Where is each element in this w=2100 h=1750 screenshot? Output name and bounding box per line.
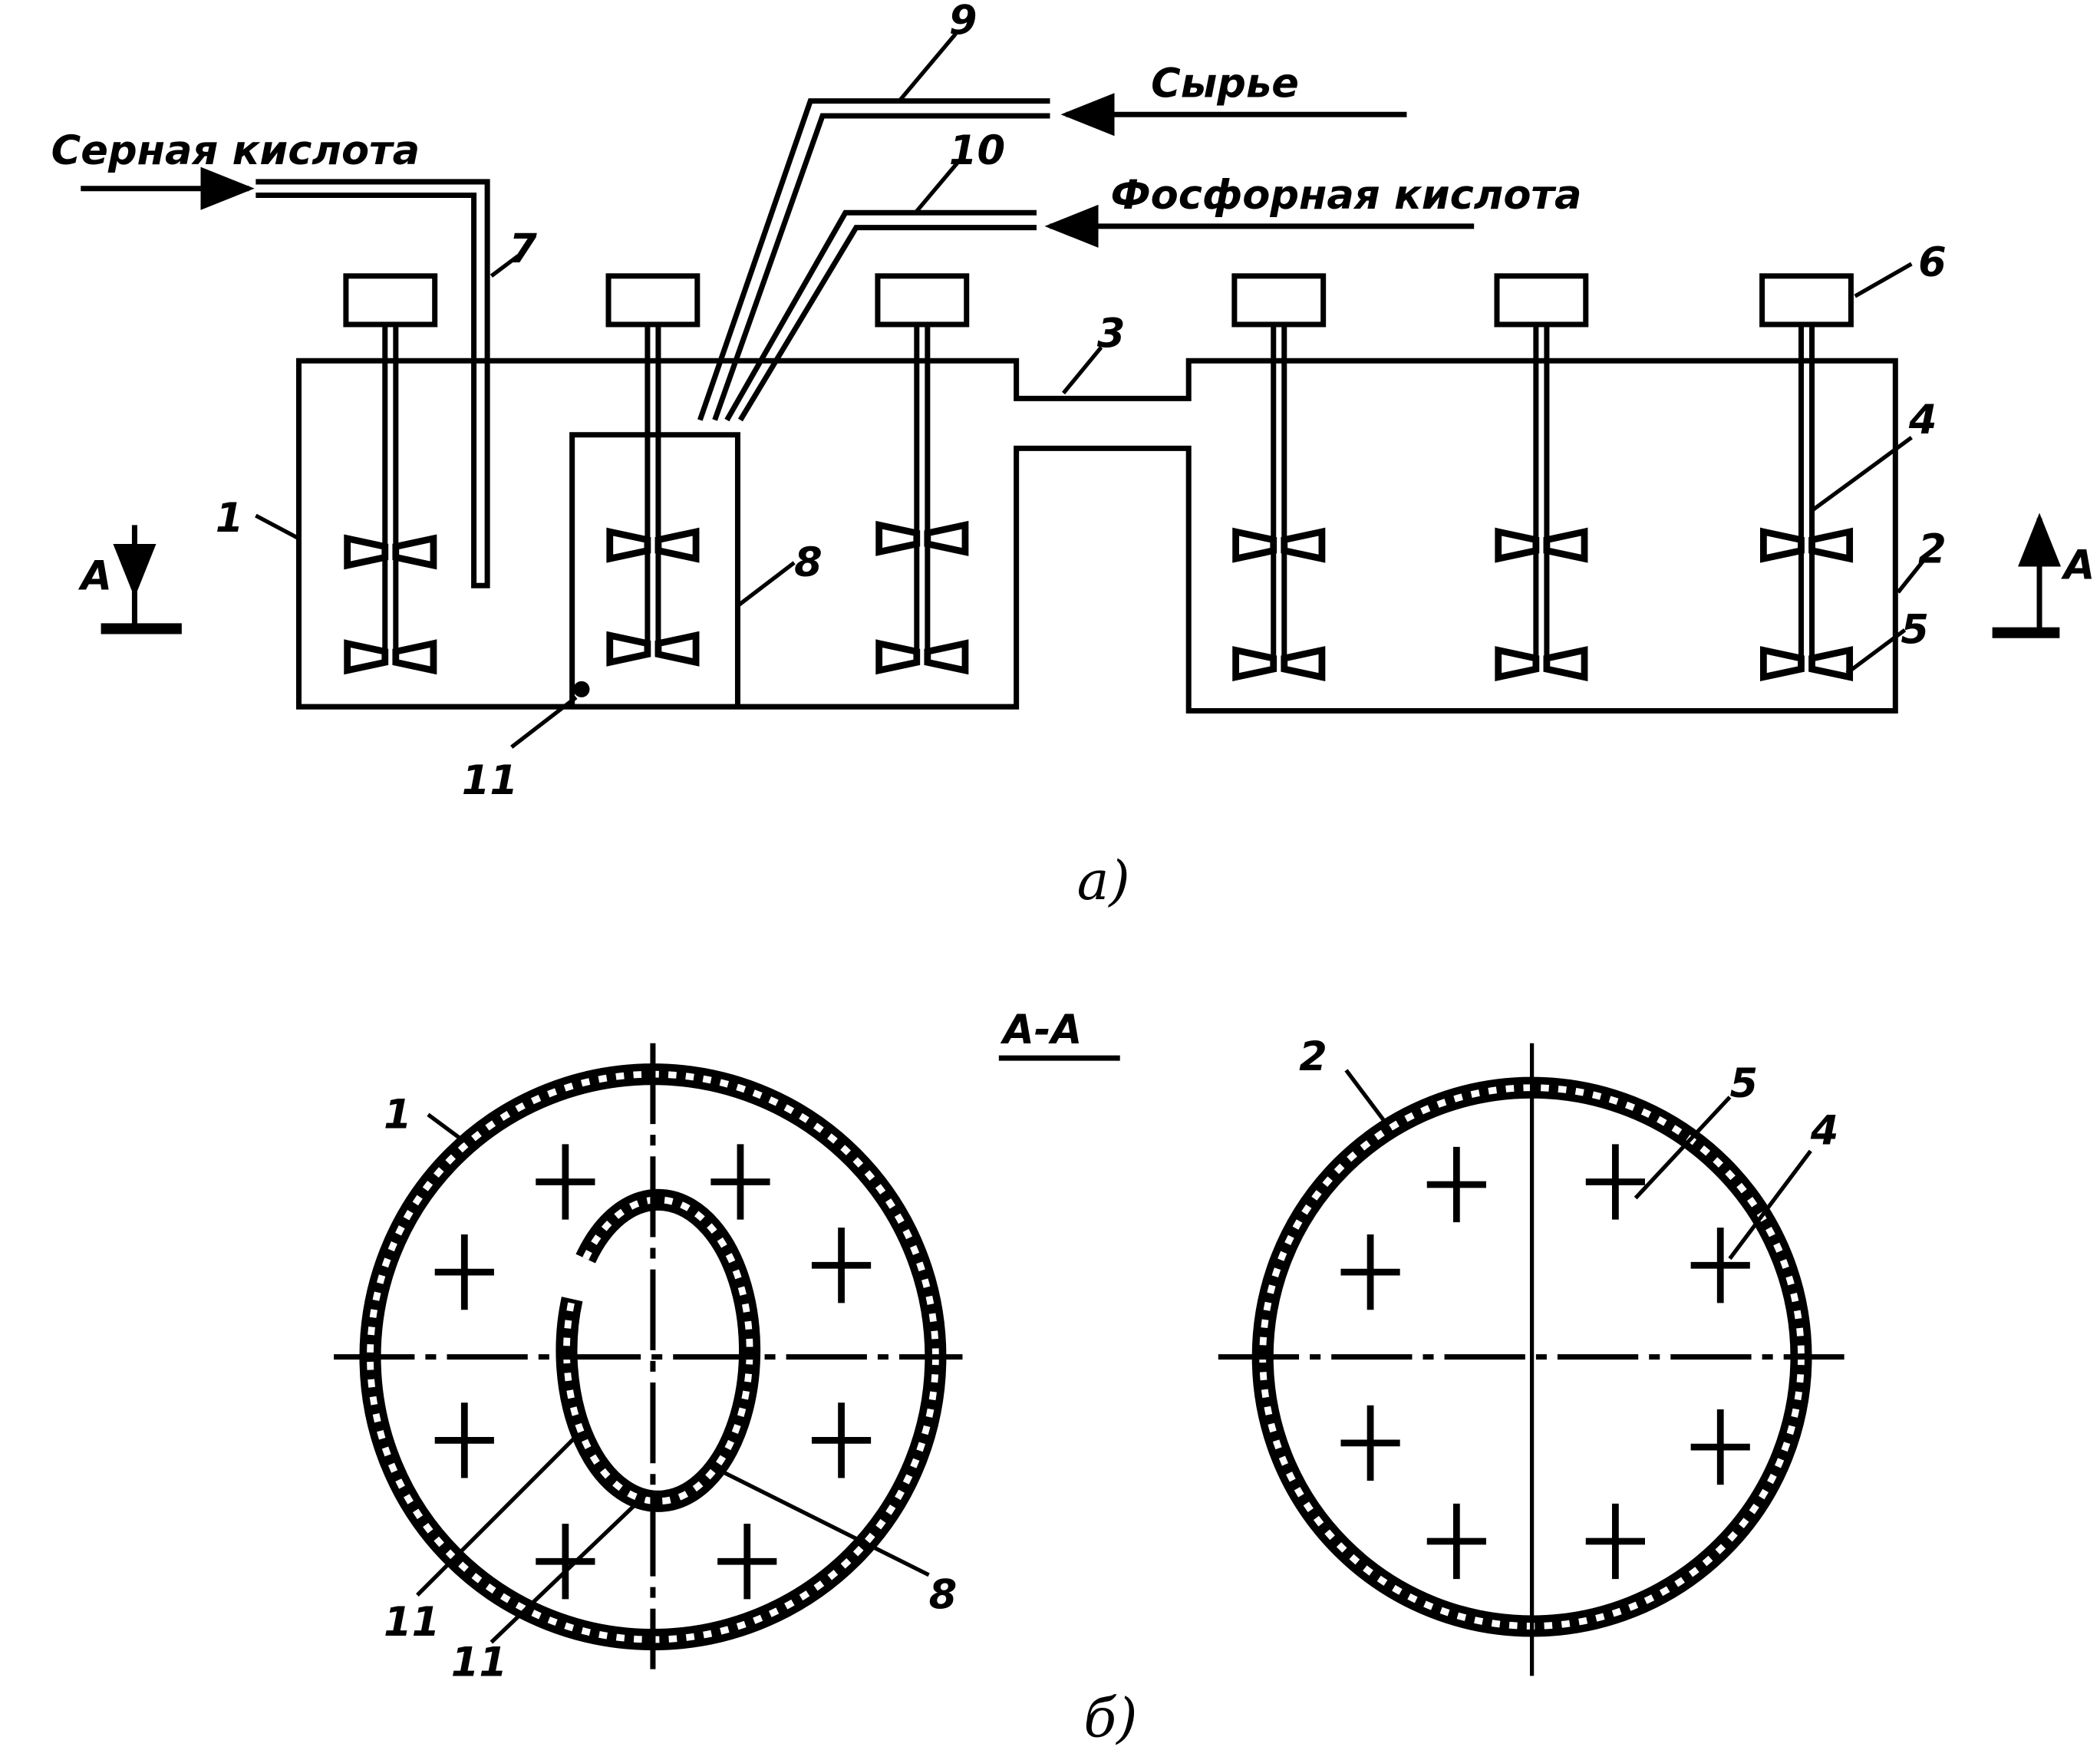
figure-b-section-view: А-А 1 2 5 4: [334, 1007, 1845, 1749]
label-11: 11: [462, 757, 518, 804]
motor-box: [605, 273, 701, 328]
motor-box: [1494, 273, 1589, 328]
label-b-2: 2: [1299, 1033, 1327, 1080]
motor-box: [1759, 273, 1854, 328]
label-1: 1: [216, 495, 244, 542]
callouts-a: 9 10 7 6 3 4 2 5 1 8 11: [216, 0, 1947, 804]
raw-material-label: Сырье: [1151, 60, 1299, 107]
label-10: 10: [949, 127, 1005, 174]
label-b-8: 8: [929, 1572, 958, 1619]
motor-box: [1231, 273, 1327, 328]
label-8: 8: [794, 539, 823, 586]
label-b-11b: 11: [451, 1639, 507, 1686]
stirrer: [875, 273, 970, 671]
section-title: А-А: [1000, 1007, 1082, 1053]
caption-a: а): [1077, 849, 1130, 912]
section-label-left: А: [77, 553, 112, 600]
sulfuric-acid-label: Серная кислота: [51, 127, 420, 174]
stirrer: [343, 273, 438, 671]
label-b-4: 4: [1810, 1107, 1839, 1154]
section-left-vessel-1: [334, 1043, 963, 1669]
stirrer: [1231, 273, 1327, 677]
label-2: 2: [1918, 526, 1947, 572]
label-b-11a: 11: [384, 1599, 440, 1646]
stirrer: [605, 273, 701, 663]
label-5: 5: [1901, 607, 1929, 654]
section-mark-left: А: [77, 525, 182, 634]
motor-box: [343, 273, 438, 328]
motor-box: [875, 273, 970, 328]
stirrer: [1759, 273, 1854, 677]
section-mark-right: А: [1992, 512, 2095, 638]
sulfuric-acid-pipe-7: [255, 179, 490, 588]
stirrer: [1494, 273, 1589, 677]
callouts-b: 1 2 5 4 8 11 11: [384, 1033, 1838, 1686]
label-b-5: 5: [1730, 1060, 1759, 1107]
figure-a-side-view: Серная кислота Сырье Фосфорная кислота 9…: [51, 0, 2095, 912]
raw-material-pipe-9: [697, 98, 1050, 421]
section-label-right: А: [2061, 542, 2095, 589]
label-9: 9: [949, 0, 977, 44]
phosphoric-acid-label: Фосфорная кислота: [1110, 172, 1581, 219]
label-6: 6: [1918, 239, 1947, 286]
caption-b: б): [1083, 1686, 1137, 1749]
label-3: 3: [1097, 311, 1126, 358]
label-7: 7: [509, 226, 537, 272]
section-right-vessel-2: [1218, 1043, 1845, 1676]
label-4: 4: [1908, 397, 1937, 443]
reactor-vessel-outline: [295, 358, 1898, 714]
label-b-1: 1: [384, 1091, 412, 1138]
inner-chamber-8: [569, 432, 740, 707]
stirrers: [343, 273, 1854, 677]
phosphoric-acid-pipe-10: [724, 209, 1037, 422]
